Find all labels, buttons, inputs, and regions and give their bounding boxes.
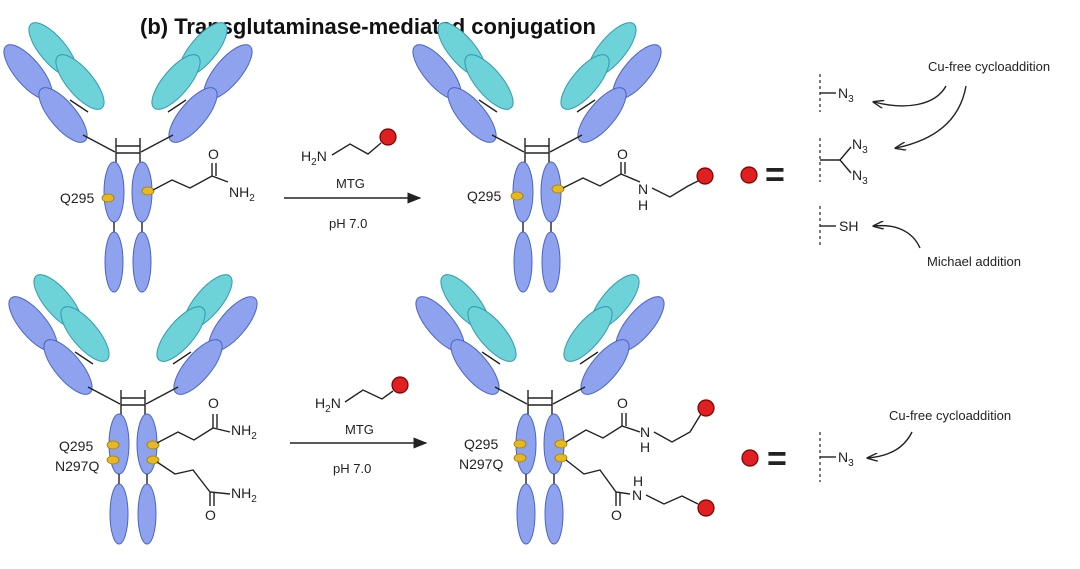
annotation-michael: Michael addition — [927, 254, 1021, 269]
annotation-cu-free: Cu-free cycloaddition — [889, 408, 1011, 423]
svg-text:N: N — [632, 487, 642, 503]
glutamine-tag — [141, 186, 155, 196]
enzyme-label: MTG — [336, 176, 365, 191]
svg-text:H: H — [638, 197, 648, 213]
svg-text:NH2: NH2 — [231, 485, 257, 505]
n297q-label: N297Q — [459, 456, 503, 472]
glutamine-tag — [513, 453, 527, 463]
svg-text:O: O — [617, 395, 628, 411]
q295-label: Q295 — [467, 188, 501, 204]
svg-text:NH2: NH2 — [231, 422, 257, 442]
azide-group: N3 — [838, 85, 854, 105]
payload-ball — [696, 167, 714, 185]
glutamine-tag — [513, 439, 527, 449]
svg-text:=: = — [767, 440, 787, 478]
payload-ball — [379, 128, 397, 146]
condition-label: pH 7.0 — [333, 461, 371, 476]
svg-text:H: H — [640, 439, 650, 455]
svg-text:N: N — [640, 424, 650, 440]
row2-right-antibody: O N H O H N Q295 N297Q — [407, 266, 715, 545]
azide-group: N3 — [852, 167, 868, 187]
payload-ball — [697, 399, 715, 417]
q295-label: Q295 — [60, 190, 94, 206]
azide-group: N3 — [852, 136, 868, 156]
row1-left-antibody: O NH2 Q295 — [0, 14, 261, 293]
payload-ball — [391, 376, 409, 394]
payload-ball — [697, 499, 715, 517]
q295-label: Q295 — [59, 438, 93, 454]
svg-text:H: H — [633, 473, 643, 489]
amide-nh2: NH2 — [229, 184, 255, 204]
enzyme-label: MTG — [345, 422, 374, 437]
glutamine-tag — [551, 184, 565, 194]
legend-row1: = N3 N3 N3 SH Cu-free cycloaddition Mich… — [740, 59, 1050, 269]
legend-row2: = N3 Cu-free cycloaddition — [741, 408, 1011, 482]
amide-oxygen: O — [208, 146, 219, 162]
svg-text:O: O — [617, 146, 628, 162]
condition-label: pH 7.0 — [329, 216, 367, 231]
glutamine-tag — [106, 440, 120, 450]
glutamine-tag — [554, 439, 568, 449]
svg-text:H2N: H2N — [301, 148, 327, 168]
svg-text:N: N — [638, 181, 648, 197]
row1-right-antibody: O N H Q295 — [404, 14, 714, 293]
glutamine-tag — [146, 455, 160, 465]
glutamine-tag — [510, 191, 524, 201]
azide-group: N3 — [838, 449, 854, 469]
svg-text:O: O — [205, 507, 216, 523]
svg-text:H2N: H2N — [315, 395, 341, 415]
glutamine-tag — [554, 453, 568, 463]
glutamine-tag — [106, 455, 120, 465]
annotation-cu-free: Cu-free cycloaddition — [928, 59, 1050, 74]
svg-text:=: = — [765, 156, 785, 194]
row2-reagent: H2N MTG pH 7.0 — [290, 376, 428, 476]
n297q-label: N297Q — [55, 458, 99, 474]
q295-label: Q295 — [464, 436, 498, 452]
row1-reagent: H2N MTG pH 7.0 — [284, 128, 422, 231]
glutamine-tag — [101, 193, 115, 203]
svg-text:O: O — [208, 395, 219, 411]
row2-left-antibody: O NH2 O NH2 Q295 N297Q — [0, 266, 266, 545]
svg-text:O: O — [611, 507, 622, 523]
thiol-group: SH — [839, 218, 858, 234]
glutamine-tag — [146, 440, 160, 450]
